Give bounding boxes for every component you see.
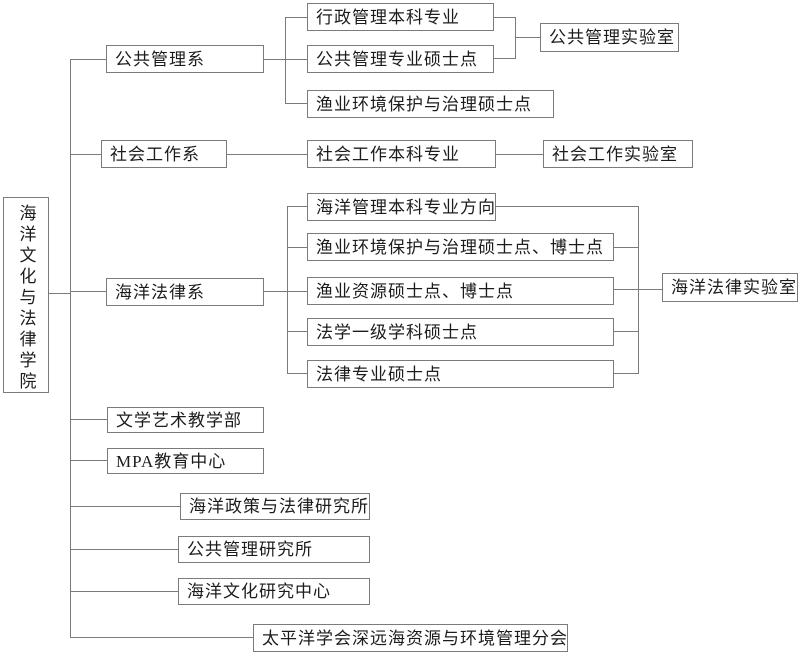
connector-line	[70, 291, 106, 292]
node-marine-policy-law-institute: 海洋政策与法律研究所	[180, 493, 370, 520]
connector-line	[285, 17, 286, 104]
node-social-work-lab: 社会工作实验室	[543, 140, 693, 168]
node-fishery-resources-master-doctor-program: 渔业资源硕士点、博士点	[307, 277, 614, 305]
node-admin-undergrad-program: 行政管理本科专业	[307, 3, 494, 31]
connector-line	[70, 460, 107, 461]
connector-line	[70, 591, 178, 592]
node-social-work-dept: 社会工作系	[101, 140, 227, 168]
connector-line	[613, 289, 662, 290]
connector-line	[287, 373, 307, 374]
connector-line	[515, 37, 540, 38]
connector-line	[515, 17, 516, 59]
connector-line	[70, 637, 253, 638]
connector-line	[613, 247, 639, 248]
node-public-admin-lab: 公共管理实验室	[540, 23, 679, 52]
node-law-first-level-master-program: 法学一级学科硕士点	[307, 318, 614, 346]
connector-line	[287, 206, 288, 374]
node-fishery-env-governance-master-program: 渔业环境保护与治理硕士点	[307, 90, 554, 118]
connector-line	[227, 154, 307, 155]
connector-line	[287, 206, 307, 207]
connector-line	[285, 103, 307, 104]
connector-line	[493, 17, 515, 18]
node-marine-culture-research-center: 海洋文化研究中心	[178, 578, 370, 605]
node-pacific-society-branch: 太平洋学会深远海资源与环境管理分会	[253, 624, 568, 652]
connector-line	[613, 373, 639, 374]
node-college-root: 海洋文化与法律学院	[3, 197, 49, 393]
connector-line	[638, 206, 639, 374]
connector-line	[287, 331, 307, 332]
trunk-line	[70, 59, 71, 638]
connector-line	[70, 154, 101, 155]
connector-line	[70, 549, 178, 550]
connector-line	[287, 247, 307, 248]
connector-line	[70, 419, 107, 420]
connector-line	[70, 506, 180, 507]
node-marine-law-lab: 海洋法律实验室	[662, 273, 798, 302]
node-marine-mgmt-undergrad-direction: 海洋管理本科专业方向	[307, 193, 496, 221]
node-mpa-education-center: MPA教育中心	[107, 448, 264, 474]
connector-line	[493, 58, 515, 59]
node-law-professional-master-program: 法律专业硕士点	[307, 360, 614, 388]
node-social-work-undergrad-program: 社会工作本科专业	[307, 140, 496, 168]
connector-root-trunk	[48, 293, 70, 294]
connector-line	[285, 17, 307, 18]
node-fishery-env-governance-master-doctor-program: 渔业环境保护与治理硕士点、博士点	[307, 233, 614, 261]
connector-line	[613, 331, 639, 332]
node-literature-art-teaching-dept: 文学艺术教学部	[107, 407, 264, 433]
node-public-admin-dept: 公共管理系	[106, 45, 264, 73]
connector-line	[70, 59, 106, 60]
node-public-admin-master-program: 公共管理专业硕士点	[307, 45, 494, 73]
node-public-admin-institute: 公共管理研究所	[178, 536, 370, 563]
node-marine-law-dept: 海洋法律系	[106, 278, 264, 306]
connector-line	[495, 154, 543, 155]
connector-line	[263, 291, 307, 292]
connector-line	[495, 206, 639, 207]
